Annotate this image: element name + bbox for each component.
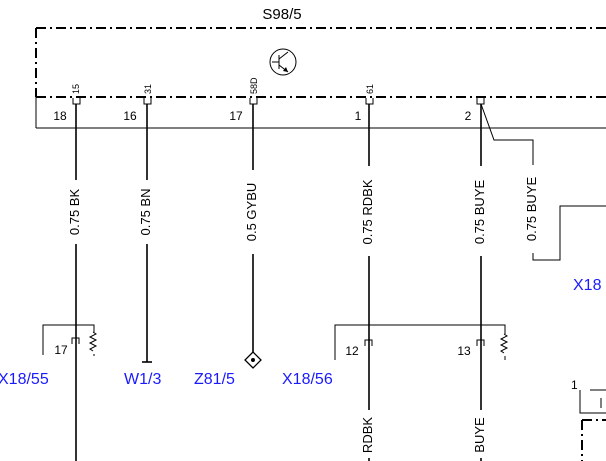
- pin-61-group: 61 1 0.75 RDBK RDBK: [355, 84, 377, 461]
- connector-x18-55: 17 X18/55: [0, 324, 98, 388]
- terminal-label-31: 31: [143, 84, 153, 94]
- wire-label-0-75-buye: 0.75 BUYE: [472, 180, 487, 245]
- lower-wire-label-buye: BUYE: [472, 417, 487, 453]
- pin-58d-group: 58D 17 0.5 GYBU: [229, 77, 262, 369]
- connector-pin-13: 13: [457, 344, 471, 358]
- ground-label-w1-3: W1/3: [124, 371, 161, 388]
- wire-label-0-75-rdbk: 0.75 RDBK: [360, 179, 375, 244]
- pin-number-16: 16: [123, 109, 137, 123]
- pin-number-18: 18: [53, 109, 67, 123]
- transistor-symbol-icon: [269, 48, 297, 76]
- terminal-label-15: 15: [71, 84, 81, 94]
- connector-label-x18-56: X18/56: [282, 371, 333, 388]
- connector-label-x18-right: X18: [573, 277, 602, 294]
- component-boundary: [35, 27, 606, 98]
- pin-number-2: 2: [465, 109, 472, 123]
- connector-x18-56: X18/56 12 13: [282, 324, 509, 388]
- wire-label-0-75-bn: 0.75 BN: [138, 189, 153, 236]
- connector-label-x18-55: X18/55: [0, 371, 49, 388]
- pin-15-group: 15 18 0.75 BK: [53, 84, 84, 461]
- wire-label-0-5-gybu: 0.5 GYBU: [244, 183, 259, 242]
- splice-label-z81-5: Z81/5: [194, 371, 235, 388]
- connector-pin-17: 17: [54, 343, 68, 357]
- branch-wire-label: 0.75 BUYE: [524, 177, 539, 242]
- corner-pin-number: 1: [571, 378, 578, 392]
- pin-number-17: 17: [229, 109, 243, 123]
- pin-number-1: 1: [355, 109, 362, 123]
- lower-wire-label-rdbk: RDBK: [360, 417, 375, 453]
- pin-31-group: 31 16 0.75 BN: [123, 84, 155, 363]
- branch-wire-buye: 0.75 BUYE: [480, 103, 606, 261]
- wire-label-0-75-bk: 0.75 BK: [67, 189, 82, 236]
- component-title: S98/5: [262, 6, 301, 23]
- terminal-label-61: 61: [365, 84, 375, 94]
- connector-pin-12: 12: [345, 344, 359, 358]
- terminal-label-58d: 58D: [249, 77, 259, 94]
- partial-component-bottom-right: 1: [571, 378, 606, 461]
- connector-strip: [35, 97, 606, 129]
- pin-2-group: 2 0.75 BUYE BUYE: [465, 98, 489, 461]
